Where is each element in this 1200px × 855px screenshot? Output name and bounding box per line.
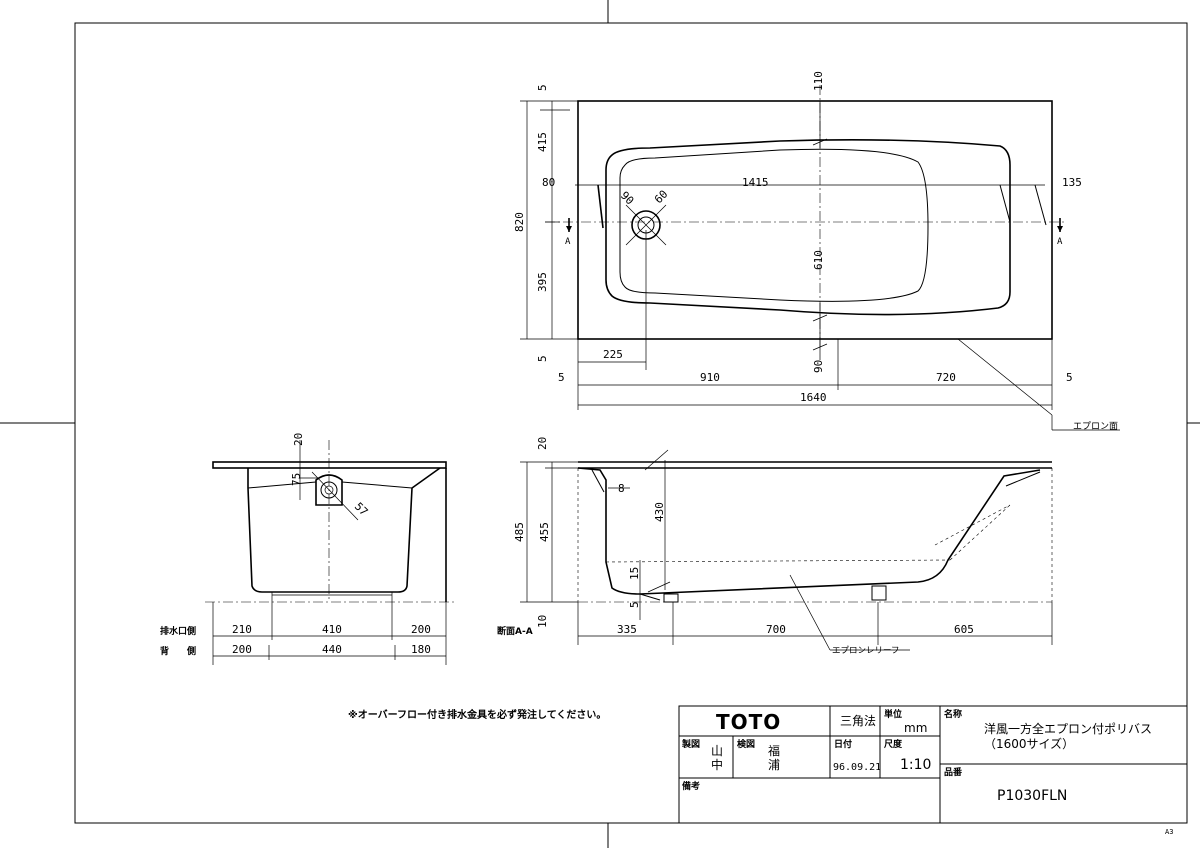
sheet-size-mark: A3 <box>1165 828 1173 836</box>
plan-dim-1640: 1640 <box>800 391 827 404</box>
date-value: 96.09.21 <box>833 762 881 773</box>
plan-dim-225: 225 <box>603 348 623 361</box>
plan-view <box>520 85 1120 431</box>
end-row2-val3: 180 <box>411 643 431 656</box>
plan-dim-drain-90: 90 <box>618 189 637 208</box>
end-row-label-drain-side: 排水口側 <box>160 625 196 637</box>
toto-logo: TOTO <box>716 710 781 734</box>
sec-dim-430: 430 <box>653 502 666 522</box>
date-label: 日付 <box>834 738 852 750</box>
checked-by-2: 浦 <box>768 758 780 772</box>
plan-dim-135: 135 <box>1062 176 1082 189</box>
end-row1-val1: 210 <box>232 623 252 636</box>
plan-dim-top-5: 5 <box>536 84 549 91</box>
end-dim-20: 20 <box>292 433 305 446</box>
scale-value: 1:10 <box>900 757 931 773</box>
plan-outer-rim <box>577 100 1053 340</box>
end-dim-57: 57 <box>352 500 371 519</box>
plan-dim-395: 395 <box>536 272 549 292</box>
checked-by-1: 福 <box>768 743 780 758</box>
product-name-line1: 洋風一方全エプロン付ポリバス <box>984 721 1152 736</box>
unit-value: mm <box>904 721 927 735</box>
projection-method: 三角法 <box>840 714 876 728</box>
plan-dim-drain-60: 60 <box>652 188 671 207</box>
end-row1-val3: 200 <box>411 623 431 636</box>
drawn-by-2: 中 <box>711 757 723 772</box>
part-no-label: 品番 <box>944 766 963 778</box>
sec-dim-455: 455 <box>538 522 551 542</box>
section-title: 断面A-A <box>497 625 533 637</box>
end-dim-75: 75 <box>290 473 303 486</box>
order-note: ※オーバーフロー付き排水金具を必ず発注してください。 <box>348 708 606 721</box>
remarks-label: 備考 <box>682 780 700 792</box>
sec-dim-10: 10 <box>536 615 549 628</box>
sec-dim-15: 15 <box>628 567 641 580</box>
section-view <box>520 449 1053 651</box>
apron-relief-label: エプロンレリーフ <box>832 646 900 656</box>
end-row2-val1: 200 <box>232 643 252 656</box>
name-label: 名称 <box>944 708 962 720</box>
end-row2-val2: 440 <box>322 643 342 656</box>
drawn-label: 製図 <box>681 738 700 750</box>
plan-dim-610: 610 <box>812 250 825 270</box>
plan-dim-b5-right: 5 <box>1066 371 1073 384</box>
product-name-line2: （1600サイズ） <box>984 736 1074 751</box>
sec-dim-700: 700 <box>766 623 786 636</box>
end-view <box>205 440 455 665</box>
sec-dim-20: 20 <box>536 437 549 450</box>
sec-dim-485: 485 <box>513 522 526 542</box>
plan-dim-b5-left: 5 <box>558 371 565 384</box>
scale-label: 尺度 <box>884 738 903 750</box>
plan-dim-415: 415 <box>536 132 549 152</box>
section-mark-left: A <box>565 237 571 247</box>
plan-dim-top-110: 110 <box>812 71 825 91</box>
plan-dim-720: 720 <box>936 371 956 384</box>
end-row-label-back-side: 背 側 <box>160 645 196 657</box>
plan-dim-80: 80 <box>542 176 555 189</box>
part-number: P1030FLN <box>997 788 1067 804</box>
checked-label: 検図 <box>737 738 755 750</box>
title-block <box>678 705 1188 824</box>
unit-label: 単位 <box>884 708 902 720</box>
plan-dim-bottom-90: 90 <box>812 360 825 373</box>
plan-dim-910: 910 <box>700 371 720 384</box>
plan-dim-820: 820 <box>513 212 526 232</box>
sec-dim-5: 5 <box>628 601 641 608</box>
sec-dim-335: 335 <box>617 623 637 636</box>
section-mark-right: A <box>1057 237 1063 247</box>
drawn-by-1: 山 <box>711 744 723 758</box>
plan-dim-1415: 1415 <box>742 176 769 189</box>
plan-basin-outer <box>605 138 1011 316</box>
overflow-fitting-icon <box>315 474 343 506</box>
sec-dim-605: 605 <box>954 623 974 636</box>
end-row1-val2: 410 <box>322 623 342 636</box>
plan-basin-inner <box>619 148 929 302</box>
sec-dim-8: 8 <box>618 482 625 495</box>
apron-face-label: エプロン面 <box>1073 421 1118 432</box>
plan-dim-bottom-5: 5 <box>536 355 549 362</box>
